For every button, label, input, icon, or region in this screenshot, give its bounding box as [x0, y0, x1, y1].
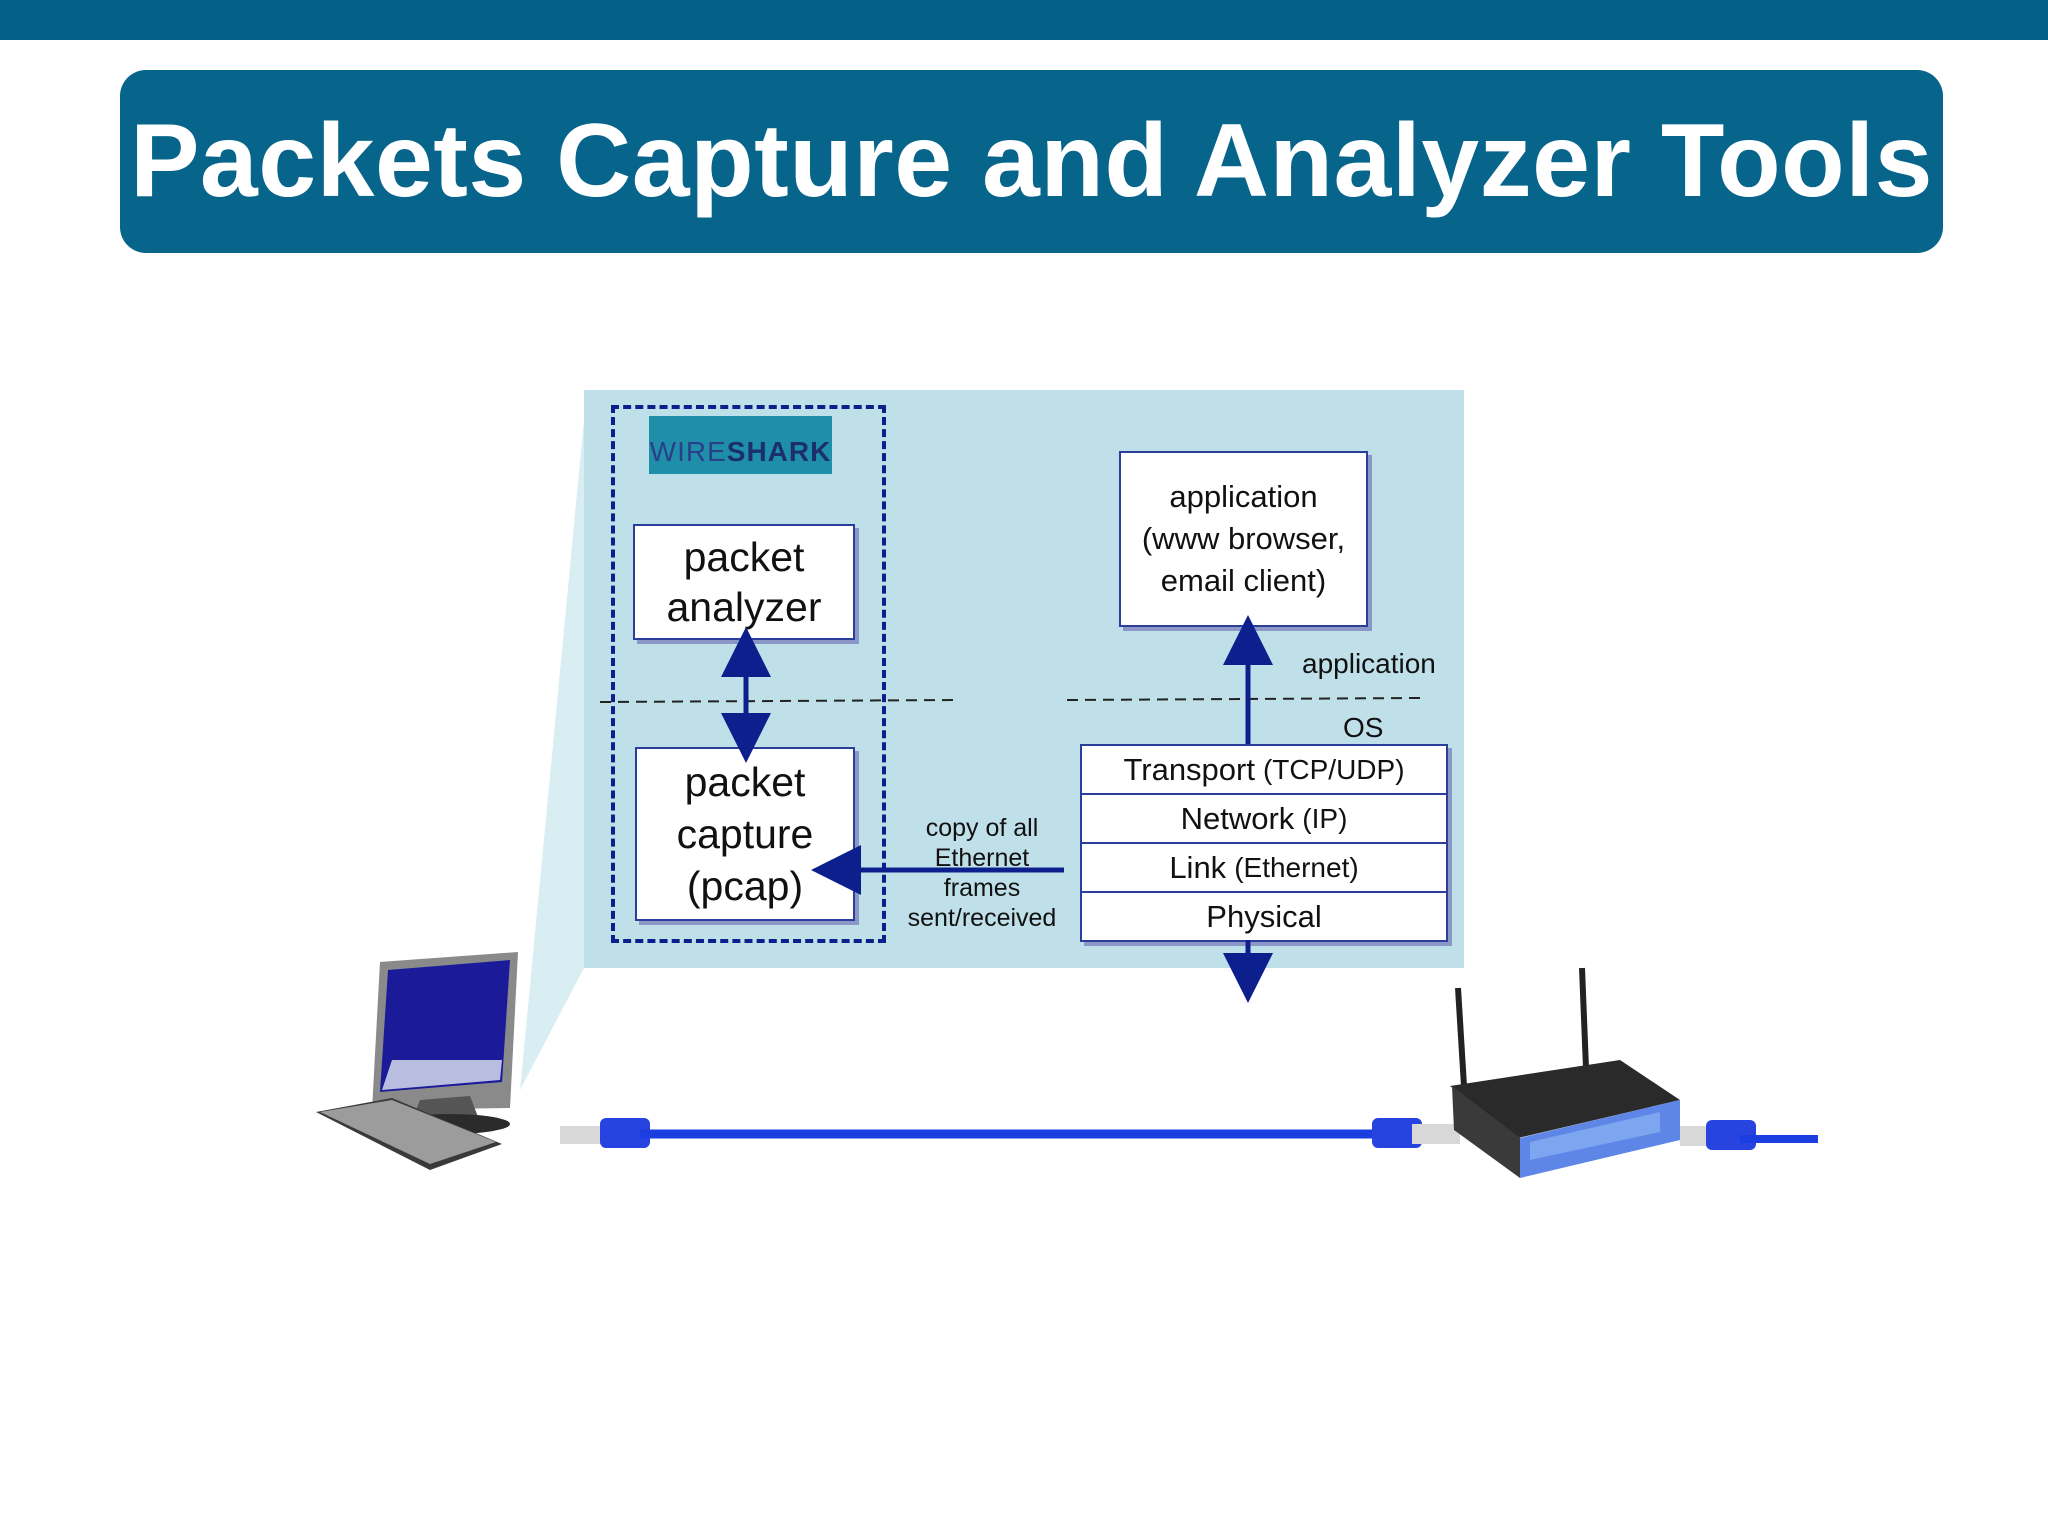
packet-analyzer-line2: analyzer [666, 584, 822, 630]
packet-analyzer-box: packet analyzer [633, 524, 855, 640]
stack-layer-detail: (TCP/UDP) [1262, 753, 1405, 785]
stack-layer-link: Link (Ethernet) [1082, 844, 1446, 893]
wireshark-logo-part2: SHARK [726, 436, 832, 467]
stack-layer-physical: Physical [1082, 893, 1446, 940]
packet-capture-line2: capture [676, 811, 814, 857]
stack-layer-detail: (Ethernet) [1234, 851, 1359, 883]
stack-layer-name: Transport [1123, 751, 1255, 787]
os-label: OS [1343, 712, 1384, 743]
copy-frames-label: copy of all Ethernet frames sent/receive… [894, 813, 1070, 933]
protocol-stack: Transport (TCP/UDP) Network (IP) Link (E… [1080, 744, 1448, 942]
stack-layer-name: Network [1180, 800, 1295, 836]
application-box: application (www browser, email client) [1119, 451, 1368, 627]
copy-label-line4: sent/received [907, 904, 1057, 932]
stack-layer-network: Network (IP) [1082, 795, 1446, 844]
copy-label-line1: copy of all [925, 814, 1039, 842]
wireshark-logo-part1: WIRE [649, 436, 727, 467]
stack-layer-transport: Transport (TCP/UDP) [1082, 746, 1446, 795]
stack-layer-name: Physical [1206, 898, 1322, 934]
stack-layer-detail: (IP) [1302, 802, 1348, 834]
top-banner [0, 0, 2048, 40]
application-line3: email client) [1160, 563, 1327, 598]
packet-analyzer-line1: packet [683, 534, 805, 580]
copy-label-line3: frames [943, 874, 1021, 902]
application-layer-label: application [1302, 648, 1436, 679]
application-line2: (www browser, [1141, 521, 1346, 556]
copy-label-line2: Ethernet [934, 844, 1030, 872]
application-line1: application [1169, 479, 1318, 514]
packet-capture-line1: packet [684, 759, 806, 805]
app-os-separator-left [599, 699, 956, 703]
app-os-separator-right [1066, 697, 1421, 701]
title-banner: Packets Capture and Analyzer Tools [120, 70, 1943, 253]
stack-layer-name: Link [1169, 849, 1227, 885]
page-title: Packets Capture and Analyzer Tools [130, 103, 1933, 219]
wireshark-dashed-boundary [611, 405, 886, 943]
packet-capture-line3: (pcap) [686, 863, 804, 909]
